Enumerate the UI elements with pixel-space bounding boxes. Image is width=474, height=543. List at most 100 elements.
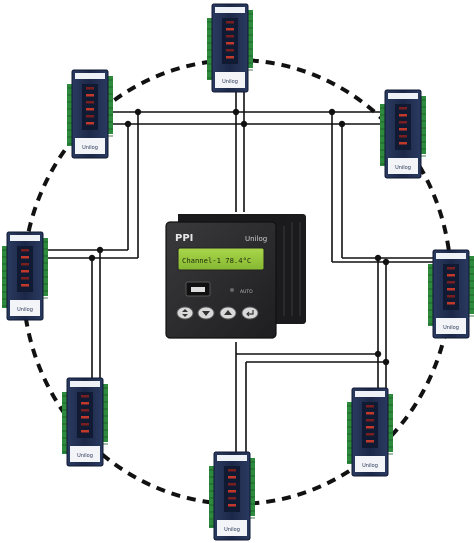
module-led (81, 409, 89, 412)
terminal-block (247, 10, 253, 68)
io-module-top: Unilog (207, 3, 253, 93)
module-label: Unilog (443, 325, 459, 331)
module-led (447, 267, 455, 270)
module-led (81, 416, 89, 419)
up-arrow-icon (224, 310, 232, 315)
lcd-display (177, 247, 265, 271)
module-led (366, 440, 374, 443)
module-led (399, 121, 407, 124)
module-led (226, 28, 234, 31)
module-led (21, 284, 29, 287)
module-led (228, 469, 236, 472)
module-led (366, 426, 374, 429)
module-led (86, 108, 94, 111)
controller-brand: PPI (175, 233, 193, 244)
module-led (226, 42, 234, 45)
module-led (399, 142, 407, 145)
status-led (230, 288, 234, 292)
module-led (447, 295, 455, 298)
module-led (81, 430, 89, 433)
terminal-block (387, 394, 393, 452)
module-led (81, 402, 89, 405)
module-led (228, 476, 236, 479)
module-led (399, 128, 407, 131)
down-button[interactable] (197, 306, 215, 320)
io-module-lower-right: Unilog (347, 387, 393, 477)
down-arrow-icon (202, 311, 210, 316)
controller-model: Unilog (245, 235, 267, 243)
port-label: AUTO (240, 289, 253, 295)
module-led (226, 35, 234, 38)
module-label: Unilog (77, 453, 93, 459)
module-led (86, 94, 94, 97)
module-led (399, 107, 407, 110)
wiring (42, 92, 440, 470)
module-led (86, 122, 94, 125)
terminal-block (62, 392, 68, 454)
terminal-block (102, 384, 108, 442)
io-module-upper-left: Unilog (67, 69, 113, 159)
modules-layer: UnilogUnilogUnilogUnilogUnilogUnilogUnil… (2, 3, 474, 541)
module-label: Unilog (222, 79, 238, 85)
enter-button[interactable] (241, 306, 259, 320)
module-led (81, 395, 89, 398)
io-module-bottom: Unilog (209, 451, 255, 541)
terminal-block (347, 402, 353, 464)
module-led (86, 87, 94, 90)
module-label: Unilog (82, 145, 98, 151)
module-led (226, 49, 234, 52)
module-led (447, 274, 455, 277)
module-led (21, 270, 29, 273)
module-label: Unilog (395, 165, 411, 171)
terminal-block (67, 84, 73, 146)
terminal-block (2, 246, 8, 308)
module-led (399, 135, 407, 138)
module-led (366, 419, 374, 422)
module-led (228, 497, 236, 500)
terminal-block (249, 458, 255, 516)
terminal-block (207, 18, 213, 80)
io-module-right: Unilog (428, 249, 474, 339)
module-led (228, 504, 236, 507)
module-led (366, 412, 374, 415)
module-led (228, 490, 236, 493)
terminal-block (420, 96, 426, 154)
junction-dots (88, 108, 390, 366)
terminal-block (107, 76, 113, 134)
module-led (86, 115, 94, 118)
up-button[interactable] (219, 306, 237, 320)
module-led (226, 21, 234, 24)
module-label: Unilog (224, 527, 240, 533)
io-module-lower-left: Unilog (62, 377, 108, 467)
terminal-block (468, 256, 474, 314)
terminal-block (428, 264, 434, 326)
module-led (226, 56, 234, 59)
terminal-block (42, 238, 48, 296)
module-led (21, 263, 29, 266)
controller-buttons (176, 306, 259, 320)
lcd-text: Channel-1 78.4°C (182, 256, 251, 265)
module-led (21, 249, 29, 252)
module-led (399, 114, 407, 117)
module-led (447, 288, 455, 291)
module-led (228, 483, 236, 486)
module-led (86, 101, 94, 104)
scroll-button[interactable] (176, 306, 194, 320)
module-led (21, 277, 29, 280)
terminal-block (209, 466, 215, 528)
controller-unit: PPI Unilog Channel-1 78.4°C AUTO (165, 214, 306, 339)
terminal-block (380, 104, 386, 166)
module-led (81, 423, 89, 426)
module-label: Unilog (17, 307, 33, 313)
module-label: Unilog (362, 463, 378, 469)
enter-icon (246, 310, 254, 317)
module-led (21, 256, 29, 259)
module-led (447, 302, 455, 305)
scroll-icon (182, 309, 188, 317)
module-led (447, 281, 455, 284)
io-module-left: Unilog (2, 231, 48, 321)
module-led (366, 405, 374, 408)
module-led (366, 433, 374, 436)
io-module-upper-right: Unilog (380, 89, 426, 179)
